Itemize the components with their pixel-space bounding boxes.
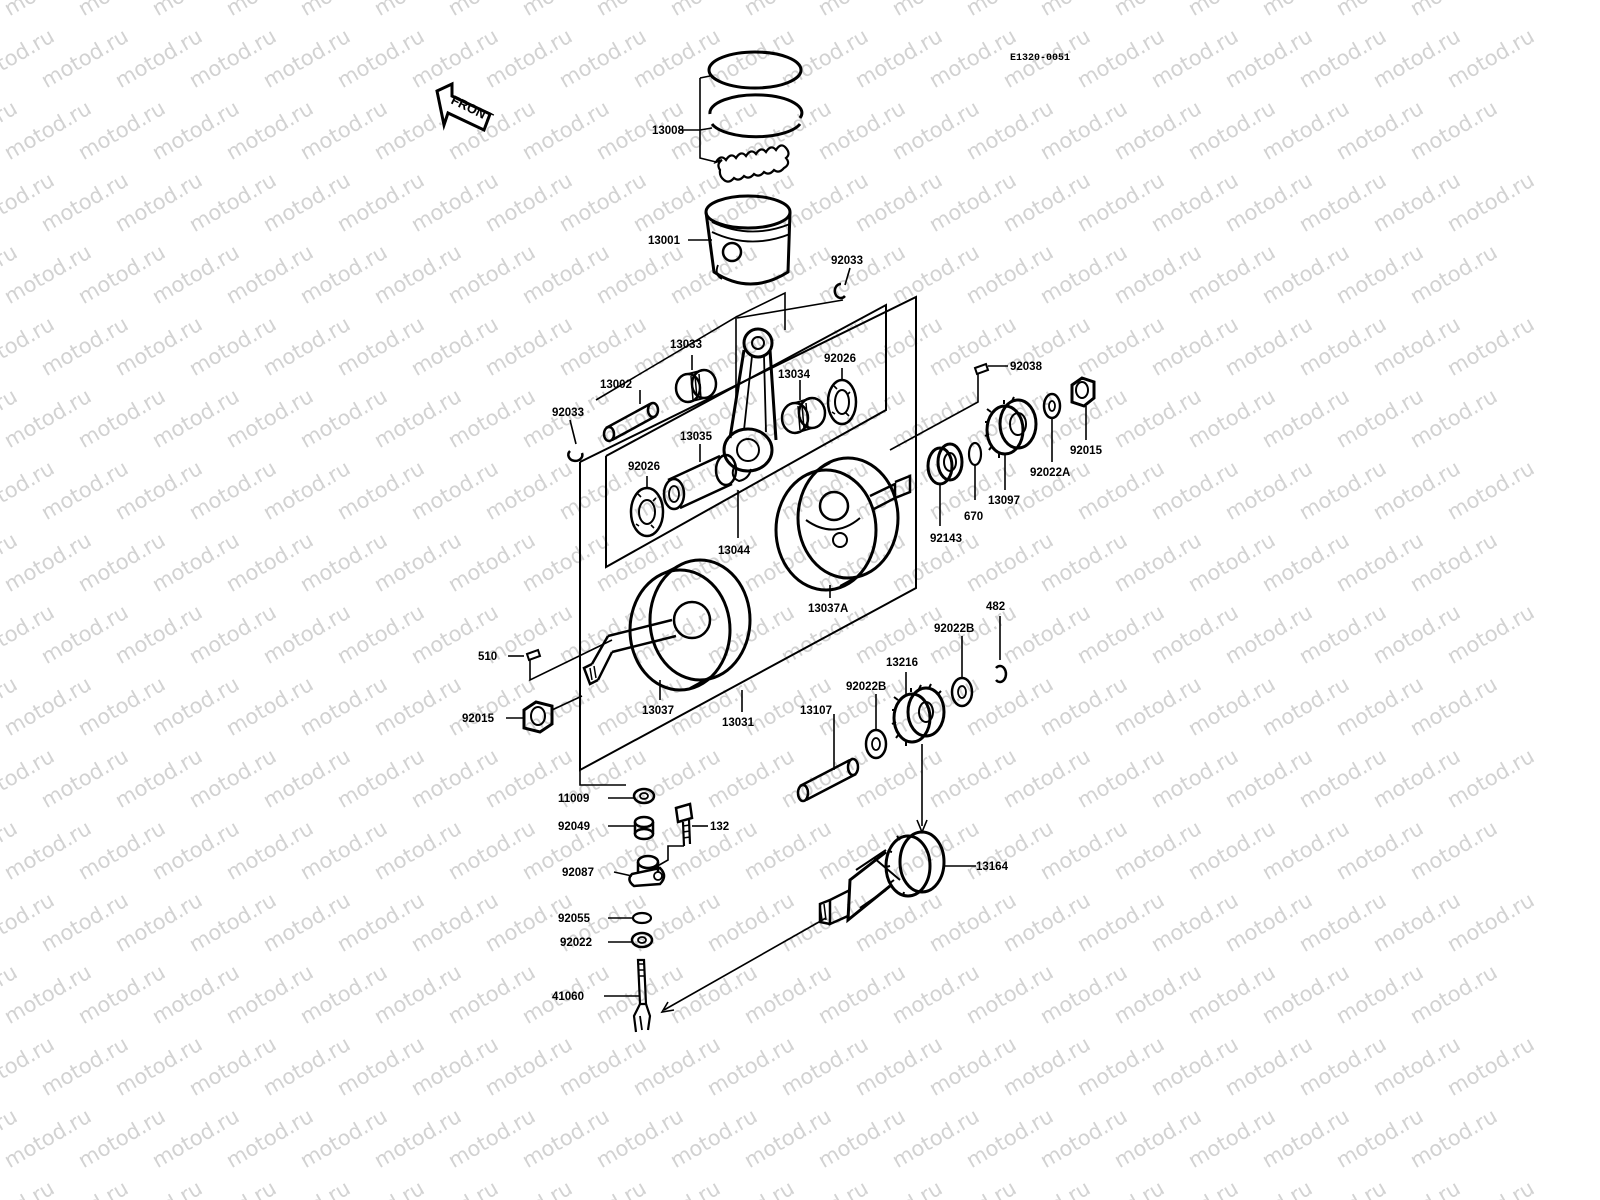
- shaft-13107: [796, 714, 860, 803]
- label-41060: 41060: [552, 991, 584, 1003]
- label-92022: 92022: [560, 937, 592, 949]
- washer-92022: [608, 931, 654, 949]
- label-92026-top: 92026: [824, 353, 856, 365]
- piston-pin-13002: [602, 390, 660, 443]
- label-13097: 13097: [988, 495, 1020, 507]
- fitting-92087: [613, 854, 666, 888]
- label-92055: 92055: [558, 913, 591, 925]
- label-13035: 13035: [680, 431, 713, 443]
- washer-92022B-top: [950, 636, 974, 708]
- flywheel-13037A: [774, 456, 912, 598]
- piston-rings-13008: [680, 50, 804, 183]
- connecting-rod: [722, 327, 778, 483]
- bolt-132: [653, 802, 708, 869]
- flywheel-13037: [582, 558, 752, 700]
- diagram-code: E1320-0051: [1010, 53, 1070, 64]
- key-510: [508, 639, 613, 682]
- label-13001: 13001: [648, 235, 681, 247]
- label-13033: 13033: [670, 339, 702, 351]
- oil-seal-92143: [926, 442, 964, 526]
- label-13044: 13044: [718, 545, 751, 557]
- label-92033-top: 92033: [831, 255, 863, 267]
- label-92015-left: 92015: [462, 713, 495, 725]
- o-ring-92055: [608, 911, 653, 925]
- thrust-washer-92026-top: [826, 368, 858, 426]
- gear-13097: [984, 396, 1038, 490]
- o-ring-670: [967, 441, 983, 500]
- label-13002: 13002: [600, 379, 632, 391]
- label-92015-right: 92015: [1070, 445, 1103, 457]
- label-92022B-top: 92022B: [934, 623, 974, 635]
- label-11009: 11009: [558, 793, 589, 805]
- label-92026-left: 92026: [628, 461, 660, 473]
- crankshaft-assembly-frame: [579, 295, 917, 772]
- pinion-shaft-41060: [604, 958, 652, 1033]
- label-13031: 13031: [722, 717, 755, 729]
- label-92049: 92049: [558, 821, 590, 833]
- label-92022A: 92022A: [1030, 467, 1070, 479]
- front-arrow-icon: FRONT: [435, 81, 496, 133]
- label-670: 670: [964, 511, 983, 523]
- collar-92049: [608, 815, 655, 841]
- circlip-92033-top: [833, 267, 851, 300]
- washer-92022B-left: [864, 694, 888, 760]
- thrust-washer-92026-left: [629, 476, 665, 538]
- nut-92015-left: [506, 695, 583, 734]
- circlip-92033-left: [567, 419, 584, 463]
- label-510: 510: [478, 651, 497, 663]
- label-13037A: 13037A: [808, 603, 848, 615]
- label-132: 132: [710, 821, 729, 833]
- label-92033-left: 92033: [552, 407, 584, 419]
- label-13037: 13037: [642, 705, 674, 717]
- label-13216: 13216: [886, 657, 918, 669]
- key-92038: [889, 362, 1008, 451]
- label-13008: 13008: [652, 125, 685, 137]
- connecting-rod-assembly-frame: [605, 303, 887, 569]
- washer-11009: [608, 787, 656, 805]
- shaft-assembly-13164: [818, 830, 976, 926]
- label-13107: 13107: [800, 705, 832, 717]
- needle-bearing-13034: [780, 380, 827, 435]
- label-13164: 13164: [976, 861, 1009, 873]
- nut-92015-right: [1070, 376, 1096, 440]
- washer-92022A: [1042, 392, 1062, 462]
- needle-bearing-13033: [674, 355, 718, 404]
- circlip-482: [995, 616, 1008, 684]
- label-13034: 13034: [778, 369, 811, 381]
- gear-13216: [891, 672, 946, 746]
- label-482: 482: [986, 601, 1005, 613]
- label-92038: 92038: [1010, 361, 1043, 373]
- label-92022B-left: 92022B: [846, 681, 886, 693]
- label-92087: 92087: [562, 867, 594, 879]
- crank-pin-13035: [662, 444, 738, 511]
- label-92143: 92143: [930, 533, 962, 545]
- piston-13001: [688, 194, 792, 286]
